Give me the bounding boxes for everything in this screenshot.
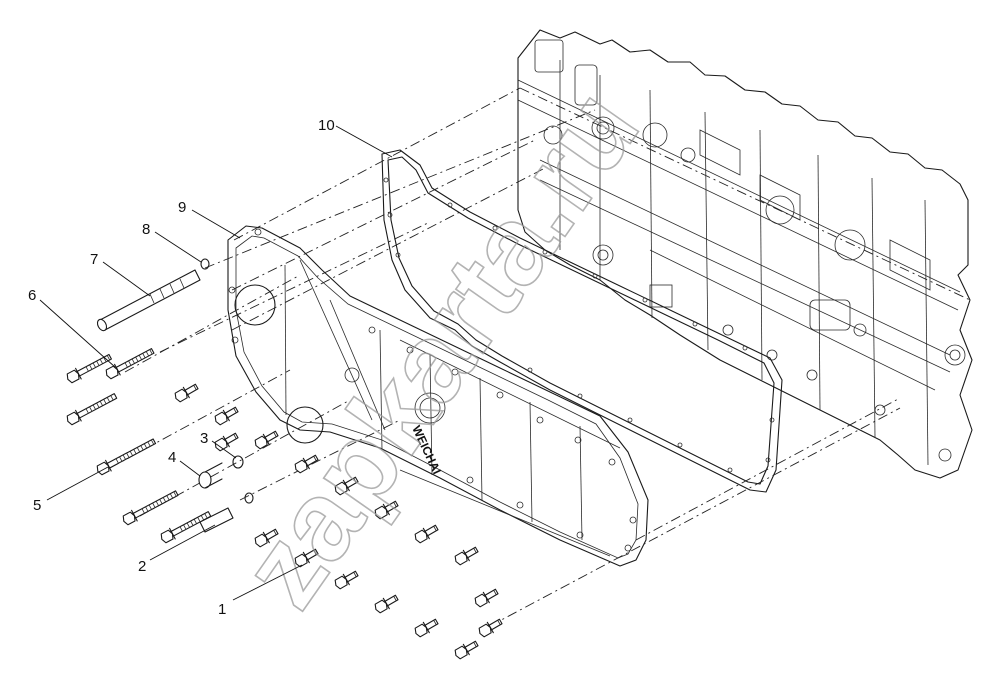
bolt xyxy=(334,570,359,590)
callout-6: 6 xyxy=(28,287,116,368)
bolts xyxy=(66,348,503,660)
callout-10: 10 xyxy=(318,117,393,158)
bolt xyxy=(294,548,319,568)
callout-1: 1 xyxy=(218,564,303,618)
bolt xyxy=(414,618,439,638)
svg-text:3: 3 xyxy=(200,430,208,447)
bolt xyxy=(254,528,279,548)
callout-4: 4 xyxy=(168,449,201,477)
svg-text:5: 5 xyxy=(33,497,41,514)
bolt xyxy=(454,546,479,566)
svg-text:6: 6 xyxy=(28,287,36,304)
bolt xyxy=(374,500,399,520)
svg-text:8: 8 xyxy=(142,221,150,238)
gasket xyxy=(381,149,783,493)
svg-text:7: 7 xyxy=(90,251,98,268)
o-ring xyxy=(200,258,254,504)
plug xyxy=(198,462,223,489)
bolt xyxy=(66,353,112,384)
callout-9: 9 xyxy=(178,199,241,239)
callout-7: 7 xyxy=(90,251,151,297)
engine-block xyxy=(517,29,973,479)
callout-3: 3 xyxy=(200,430,237,459)
bolt xyxy=(478,618,503,638)
bolt xyxy=(214,406,239,426)
svg-text:1: 1 xyxy=(218,601,226,618)
bolt xyxy=(122,490,179,526)
callout-2: 2 xyxy=(138,524,216,575)
assembly-lines xyxy=(109,87,971,627)
bolt xyxy=(414,524,439,544)
bolt xyxy=(334,476,359,496)
callout-8: 8 xyxy=(142,221,202,263)
bolt xyxy=(214,432,239,452)
bolt xyxy=(174,383,199,403)
svg-text:4: 4 xyxy=(168,449,176,466)
svg-text:2: 2 xyxy=(138,558,146,575)
sleeve xyxy=(199,507,234,533)
long-stud xyxy=(96,269,201,332)
callouts: 1 2 3 4 5 6 7 8 xyxy=(28,117,393,618)
svg-text:10: 10 xyxy=(318,117,335,134)
bolt xyxy=(105,348,155,380)
bolt xyxy=(160,511,212,544)
bolt xyxy=(96,438,157,476)
callout-5: 5 xyxy=(33,466,109,514)
gear-housing-cover: WEICHAI xyxy=(227,225,649,567)
bolt xyxy=(474,588,499,608)
bolt xyxy=(66,393,118,426)
svg-text:9: 9 xyxy=(178,199,186,216)
bolt xyxy=(454,640,479,660)
bolt xyxy=(374,594,399,614)
bolt xyxy=(294,454,319,474)
bolt xyxy=(254,430,279,450)
